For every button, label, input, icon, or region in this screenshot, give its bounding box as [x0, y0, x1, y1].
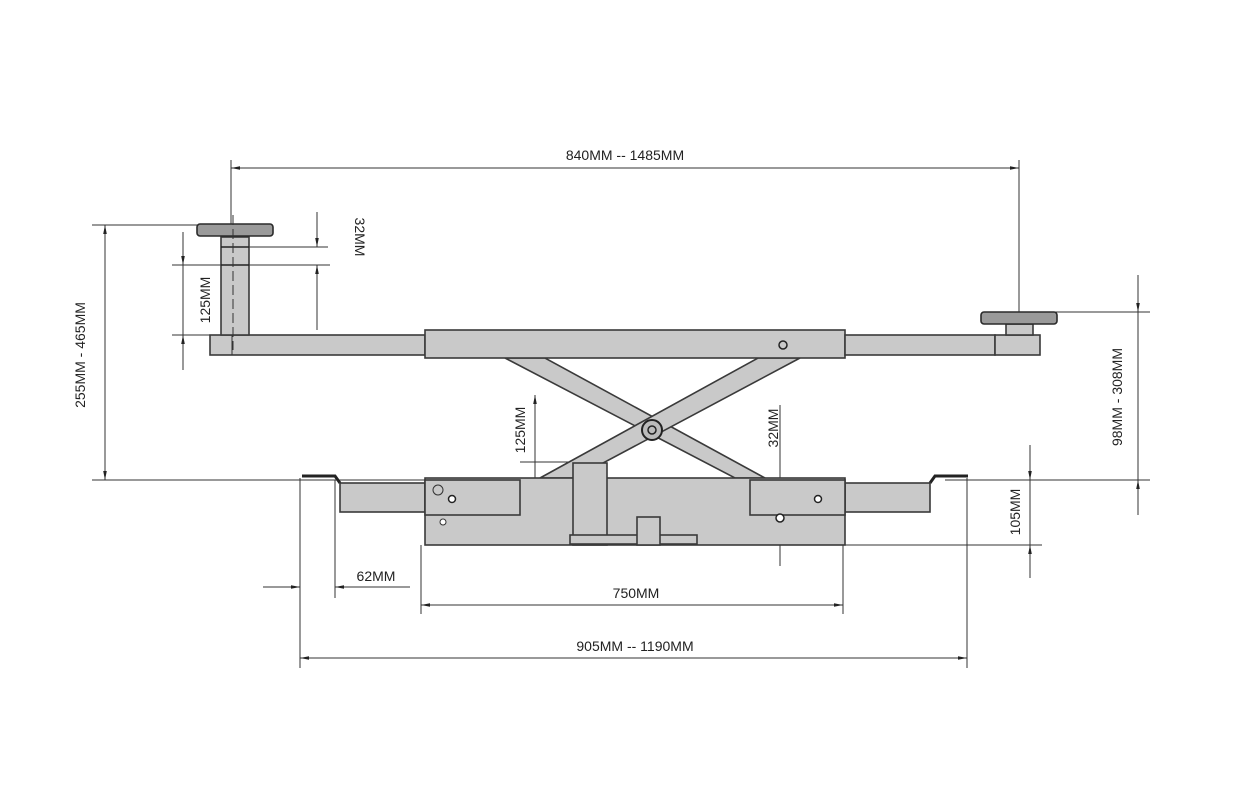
label-base-length: 750MM	[613, 585, 660, 601]
label-scissor-offset: 32MM	[765, 409, 781, 448]
scissor-arms	[504, 357, 801, 479]
label-overall-height: 255MM - 465MM	[72, 302, 88, 408]
upper-beam	[209, 329, 1041, 359]
label-pad-thickness: 32MM	[352, 218, 368, 257]
label-lift-range: 98MM - 308MM	[1109, 348, 1125, 446]
pivot-bolt	[641, 419, 663, 441]
label-pad-span: 840MM -- 1485MM	[566, 147, 684, 163]
label-base-height: 105MM	[1007, 489, 1023, 536]
label-pad-column: 125MM	[197, 277, 213, 324]
left-lift-pad	[196, 215, 274, 350]
base-frame	[302, 462, 968, 546]
label-scissor-height: 125MM	[512, 407, 528, 454]
label-overall-width: 905MM -- 1190MM	[576, 638, 693, 654]
label-hook-width: 62MM	[357, 568, 396, 584]
dimension-labels: 840MM -- 1485MM 32MM 125MM 255MM - 465MM…	[72, 147, 1125, 654]
right-lift-pad	[980, 311, 1058, 336]
